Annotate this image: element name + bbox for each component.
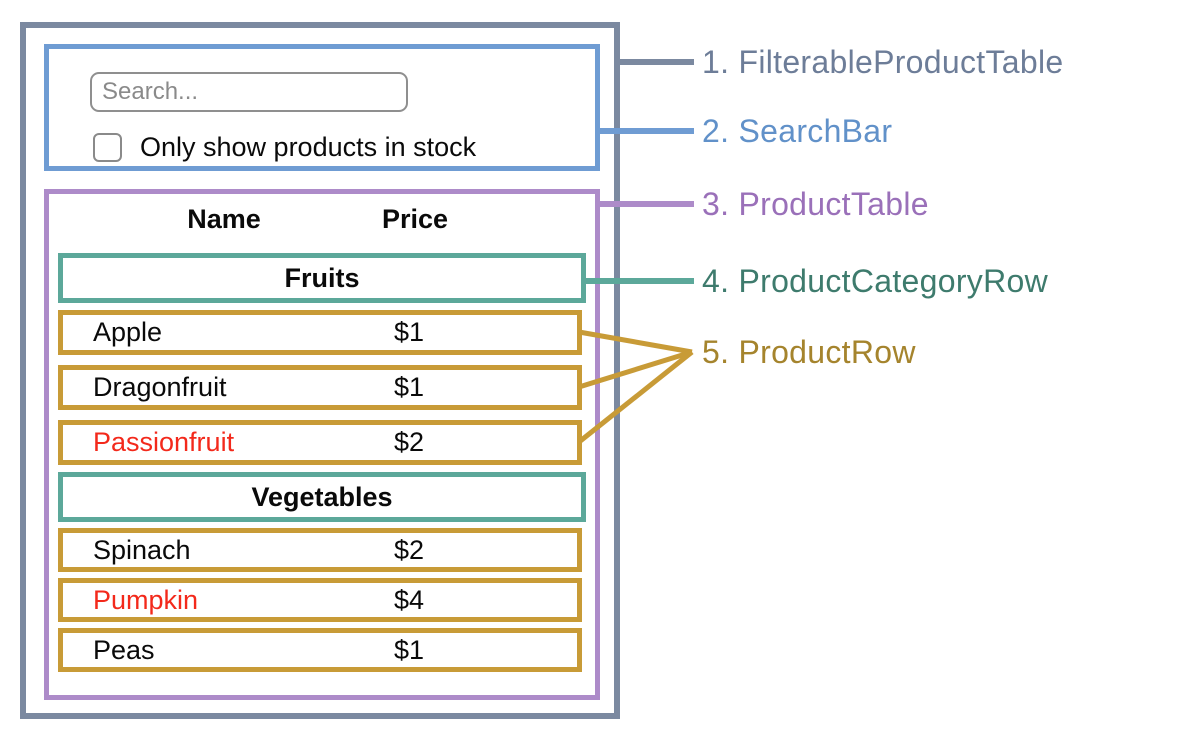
table-header-row: Name Price bbox=[49, 200, 595, 238]
product-row: Apple $1 bbox=[58, 310, 582, 355]
column-header-price: Price bbox=[382, 204, 449, 234]
in-stock-checkbox[interactable] bbox=[93, 133, 122, 162]
product-name: Spinach bbox=[93, 535, 191, 565]
product-price: $2 bbox=[394, 535, 425, 565]
product-row: Peas $1 bbox=[58, 628, 582, 672]
product-price: $1 bbox=[394, 635, 425, 665]
product-price: $4 bbox=[394, 585, 425, 615]
column-header-name: Name bbox=[187, 204, 261, 234]
legend-search-bar: 2. SearchBar bbox=[702, 113, 893, 149]
in-stock-checkbox-label: Only show products in stock bbox=[140, 132, 477, 162]
category-row-vegetables: Vegetables bbox=[58, 472, 586, 522]
product-price: $2 bbox=[394, 427, 425, 457]
product-name: Pumpkin bbox=[93, 585, 199, 615]
category-row-fruits: Fruits bbox=[58, 253, 586, 303]
legend-product-table: 3. ProductTable bbox=[702, 186, 929, 222]
product-name: Passionfruit bbox=[93, 427, 235, 457]
product-table-box bbox=[44, 189, 600, 700]
legend-product-category-row: 4. ProductCategoryRow bbox=[702, 263, 1049, 299]
search-bar-box bbox=[44, 44, 600, 171]
legend-product-row: 5. ProductRow bbox=[702, 334, 916, 370]
search-input[interactable] bbox=[90, 72, 408, 112]
product-name: Dragonfruit bbox=[93, 372, 227, 402]
product-price: $1 bbox=[394, 317, 425, 347]
product-row: Dragonfruit $1 bbox=[58, 365, 582, 410]
product-row: Passionfruit $2 bbox=[58, 420, 582, 465]
legend-filterable-product-table: 1. FilterableProductTable bbox=[702, 44, 1064, 80]
product-price: $1 bbox=[394, 372, 425, 402]
product-name: Peas bbox=[93, 635, 155, 665]
product-row: Pumpkin $4 bbox=[58, 578, 582, 622]
product-row: Spinach $2 bbox=[58, 528, 582, 572]
product-name: Apple bbox=[93, 317, 163, 347]
